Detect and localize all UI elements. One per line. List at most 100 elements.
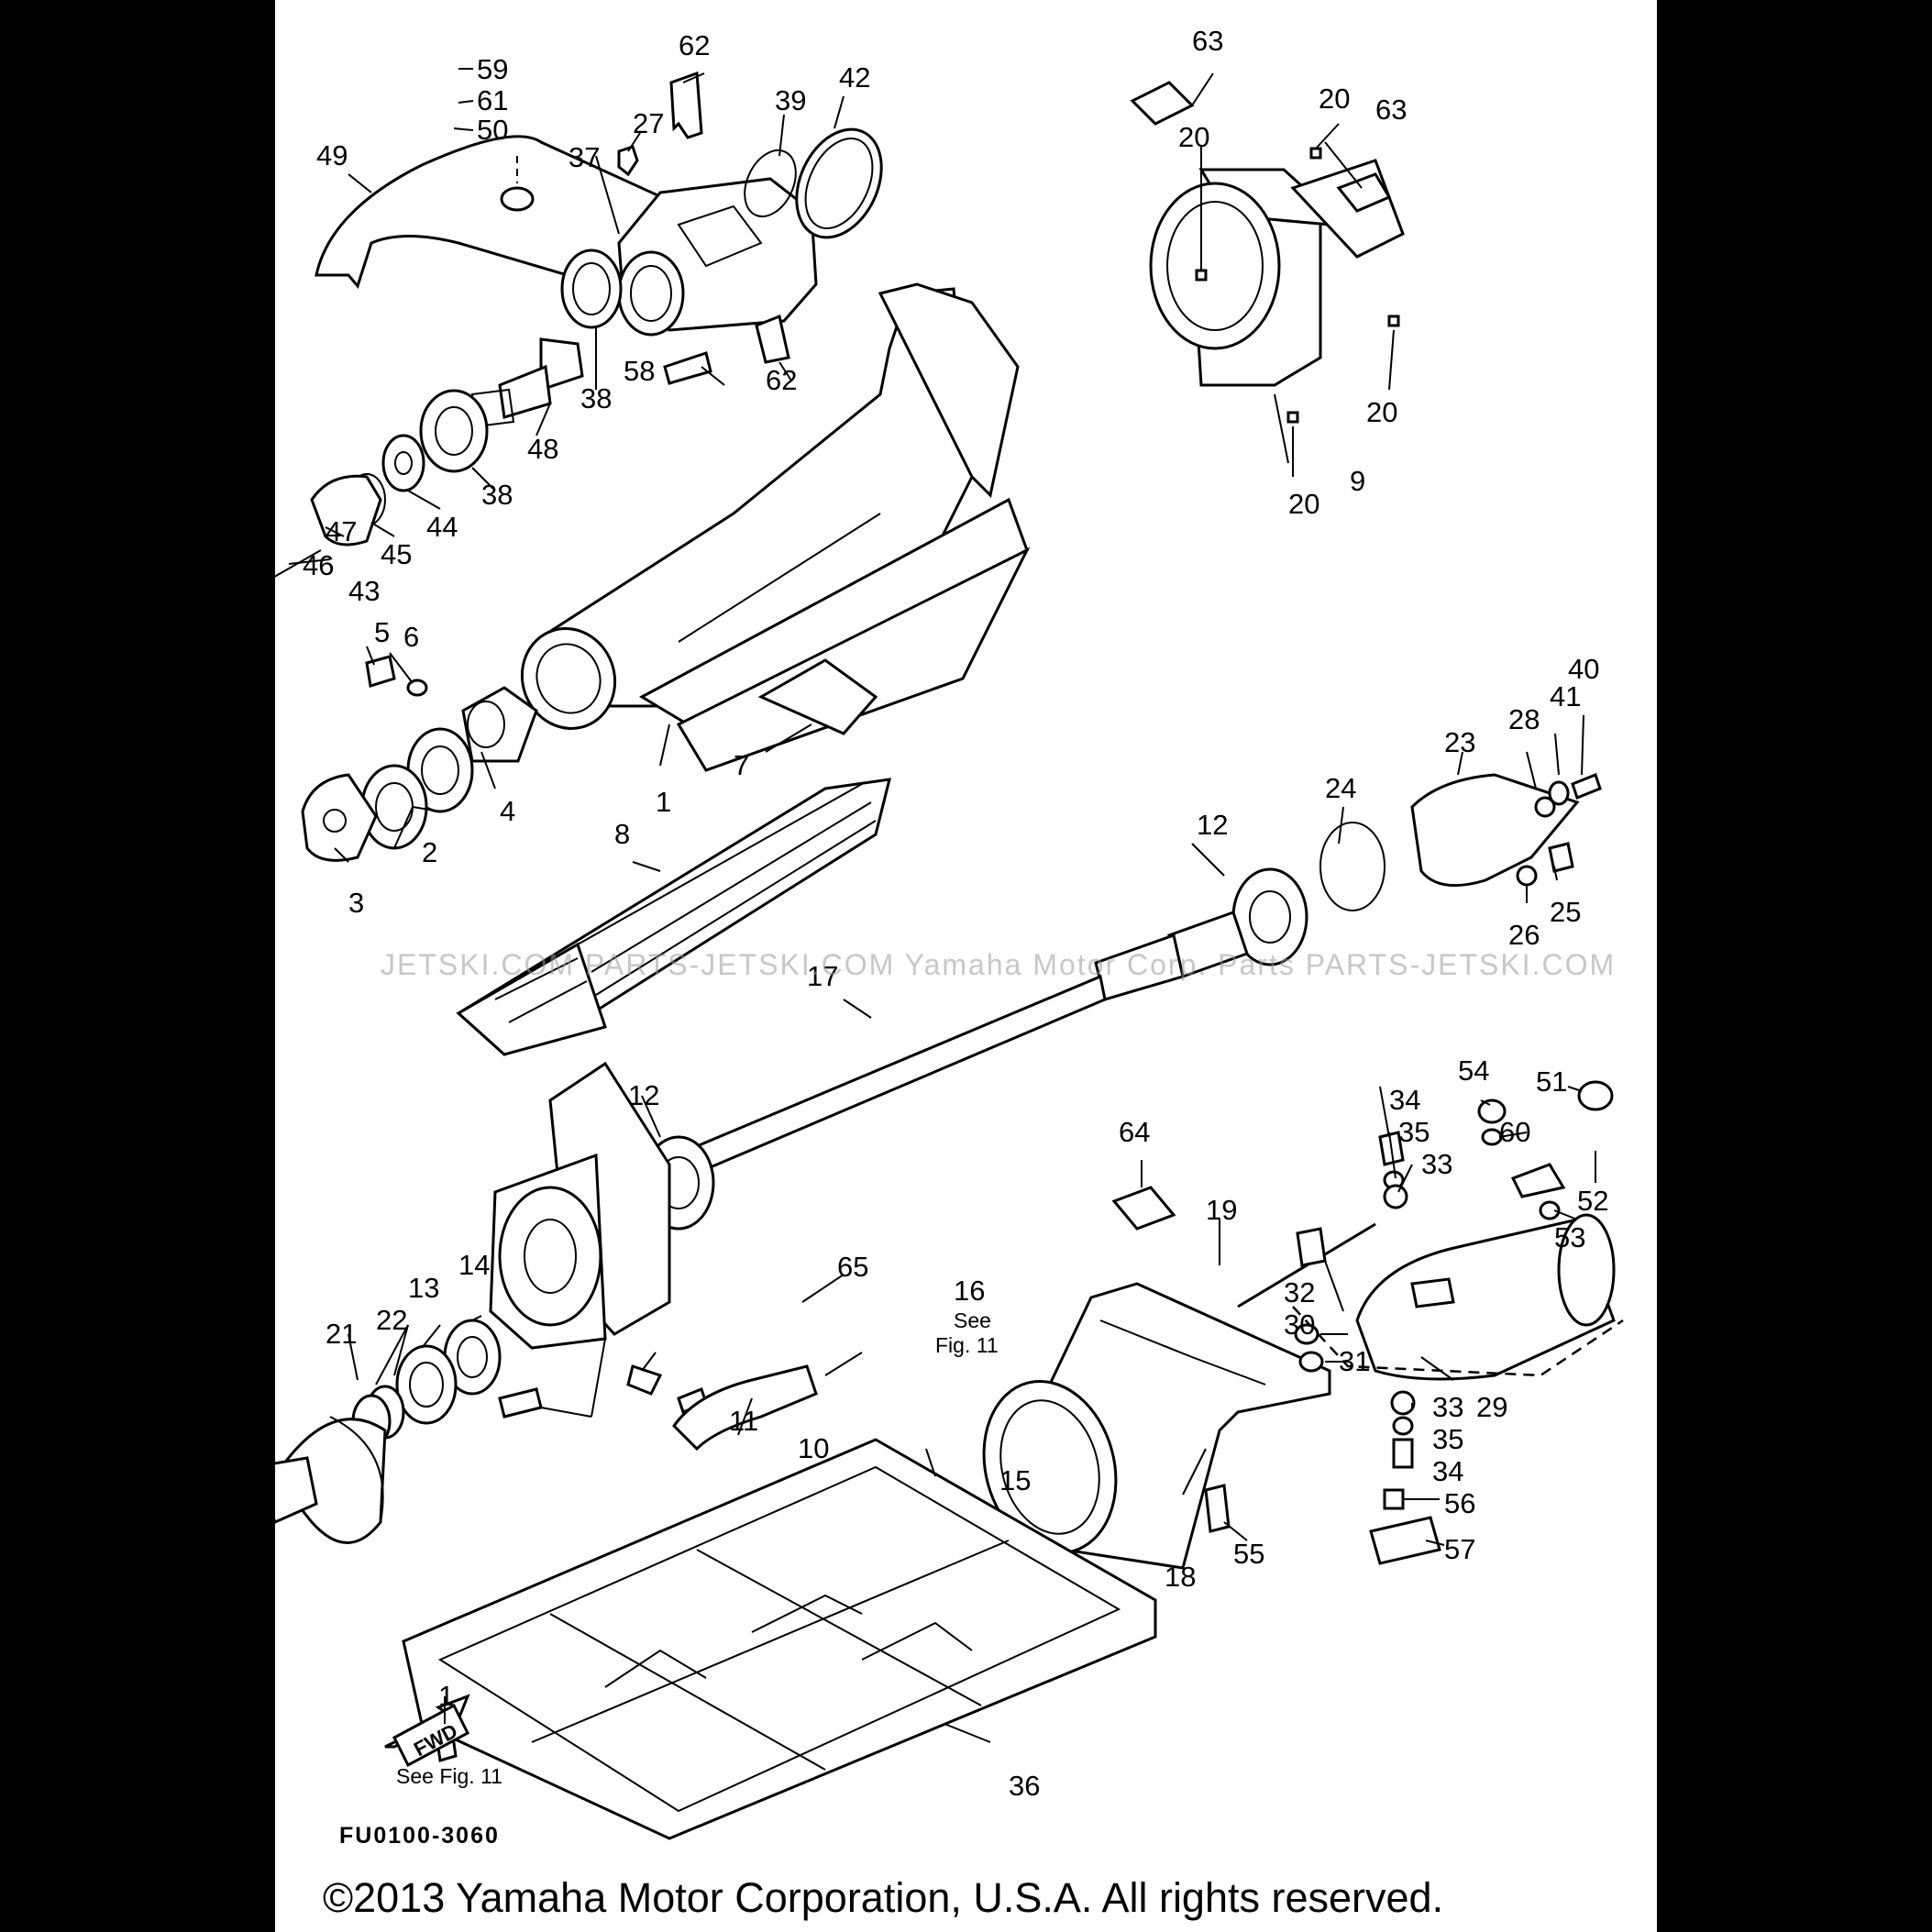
label-60: 60 bbox=[1499, 1116, 1530, 1148]
label-43: 43 bbox=[348, 575, 380, 607]
label-12a: 12 bbox=[1197, 809, 1228, 841]
label-56: 56 bbox=[1444, 1487, 1475, 1519]
part-5-bolt bbox=[365, 655, 396, 688]
label-2: 2 bbox=[422, 836, 437, 868]
part-11-bolt bbox=[498, 1387, 543, 1419]
label-37: 37 bbox=[569, 141, 600, 173]
part-41-nut bbox=[1548, 780, 1570, 806]
part-38-bearing bbox=[560, 248, 623, 329]
part-32-fitting bbox=[1296, 1227, 1327, 1267]
label-16: 16 bbox=[954, 1275, 985, 1307]
label-49: 49 bbox=[316, 139, 348, 171]
part-30-nut bbox=[1294, 1323, 1319, 1345]
label-36: 36 bbox=[1009, 1770, 1040, 1802]
part-6-washer bbox=[406, 679, 428, 697]
part-63-pad-b bbox=[1336, 172, 1392, 213]
label-1b: 1 bbox=[438, 1680, 454, 1712]
see-fig-11-note-bottom: Fig. 11 bbox=[935, 1333, 999, 1357]
label-10: 10 bbox=[798, 1432, 829, 1464]
part-7-sheet bbox=[757, 658, 878, 735]
label-63b: 63 bbox=[1375, 94, 1407, 126]
part-57-plate bbox=[1369, 1516, 1441, 1565]
part-1-duct-housing bbox=[520, 282, 1031, 772]
part-56-screw bbox=[1383, 1488, 1405, 1510]
part-25-bolt bbox=[1548, 842, 1574, 873]
label-25: 25 bbox=[1550, 896, 1581, 928]
part-28-washer bbox=[1534, 796, 1556, 818]
label-29: 29 bbox=[1476, 1391, 1507, 1423]
watermark: JETSKI.COM PARTS-JETSKI.COM Yamaha Motor… bbox=[381, 948, 1616, 981]
part-18-nozzle-housing bbox=[982, 1282, 1331, 1570]
label-58: 58 bbox=[624, 355, 655, 387]
part-33-collar-a bbox=[1383, 1184, 1408, 1209]
label-4: 4 bbox=[500, 795, 515, 827]
part-53-bolt bbox=[1539, 1200, 1561, 1220]
label-45: 45 bbox=[381, 538, 412, 570]
label-27: 27 bbox=[633, 107, 664, 139]
label-38a: 38 bbox=[580, 382, 612, 414]
label-39: 39 bbox=[775, 84, 806, 116]
part-31-washer bbox=[1298, 1351, 1324, 1373]
part-65-clip bbox=[626, 1364, 663, 1396]
part-64-pad bbox=[1111, 1186, 1176, 1231]
label-13: 13 bbox=[408, 1272, 439, 1304]
label-55: 55 bbox=[1233, 1538, 1264, 1570]
label-34a: 34 bbox=[1389, 1084, 1420, 1116]
part-54-cap bbox=[1477, 1098, 1507, 1124]
label-38b: 38 bbox=[481, 479, 513, 511]
copyright-notice: ©2013 Yamaha Motor Corporation, U.S.A. A… bbox=[323, 1874, 1443, 1921]
label-61: 61 bbox=[477, 84, 508, 116]
part-21-impeller bbox=[275, 1416, 387, 1544]
part-52-lever-arm bbox=[1510, 1163, 1566, 1198]
label-52: 52 bbox=[1577, 1185, 1608, 1217]
label-3: 3 bbox=[348, 887, 364, 919]
label-62a: 62 bbox=[679, 29, 710, 61]
part-43-cap bbox=[310, 474, 382, 546]
label-9: 9 bbox=[1350, 465, 1365, 497]
see-fig-11-inline-note: See Fig. 11 bbox=[396, 1764, 502, 1788]
label-17: 17 bbox=[807, 960, 838, 992]
label-11: 11 bbox=[729, 1405, 758, 1437]
part-9-ring-housing bbox=[1149, 159, 1405, 387]
label-5: 5 bbox=[374, 616, 390, 648]
part-58-bolt bbox=[663, 351, 712, 385]
drawing-code: FU0100-3060 bbox=[339, 1823, 500, 1849]
label-1: 1 bbox=[656, 786, 671, 818]
label-23: 23 bbox=[1444, 726, 1475, 758]
label-48: 48 bbox=[527, 433, 558, 465]
part-62-plate-lower bbox=[755, 314, 790, 364]
label-18: 18 bbox=[1165, 1561, 1196, 1593]
part-51-cap bbox=[1577, 1080, 1614, 1111]
label-54: 54 bbox=[1458, 1054, 1489, 1087]
label-26: 26 bbox=[1508, 919, 1540, 951]
label-20d: 20 bbox=[1288, 488, 1319, 520]
see-fig-11-note-top: See bbox=[954, 1308, 991, 1332]
part-20-pin-b bbox=[1309, 147, 1322, 160]
part-35-washer-b bbox=[1392, 1416, 1414, 1436]
label-20b: 20 bbox=[1319, 83, 1350, 115]
part-33-collar-b bbox=[1390, 1390, 1416, 1416]
label-41: 41 bbox=[1550, 680, 1581, 712]
part-13-bearing bbox=[395, 1344, 458, 1425]
part-48-shaft bbox=[470, 337, 584, 428]
label-19: 19 bbox=[1206, 1194, 1237, 1226]
label-24: 24 bbox=[1325, 772, 1356, 804]
label-33a: 33 bbox=[1421, 1148, 1452, 1180]
part-20-pin-a bbox=[1195, 269, 1208, 282]
part-15-hose bbox=[672, 1364, 818, 1452]
label-46: 46 bbox=[303, 549, 334, 581]
part-39-o-ring bbox=[744, 149, 797, 218]
part-38-bearing-b bbox=[419, 389, 489, 473]
part-labels: 59 61 50 49 62 27 37 39 42 63 20 20 63 2… bbox=[303, 25, 1608, 1802]
part-20-pin-c bbox=[1387, 315, 1400, 327]
part-63-pad-a bbox=[1130, 81, 1195, 126]
leader-lines bbox=[288, 68, 1596, 1743]
label-50: 50 bbox=[477, 114, 508, 146]
label-32: 32 bbox=[1284, 1276, 1315, 1308]
label-53: 53 bbox=[1554, 1221, 1585, 1253]
label-8: 8 bbox=[614, 818, 630, 850]
label-51: 51 bbox=[1536, 1065, 1567, 1098]
label-64: 64 bbox=[1119, 1116, 1150, 1148]
part-10-pump-case bbox=[489, 1061, 671, 1350]
label-31: 31 bbox=[1339, 1345, 1370, 1377]
